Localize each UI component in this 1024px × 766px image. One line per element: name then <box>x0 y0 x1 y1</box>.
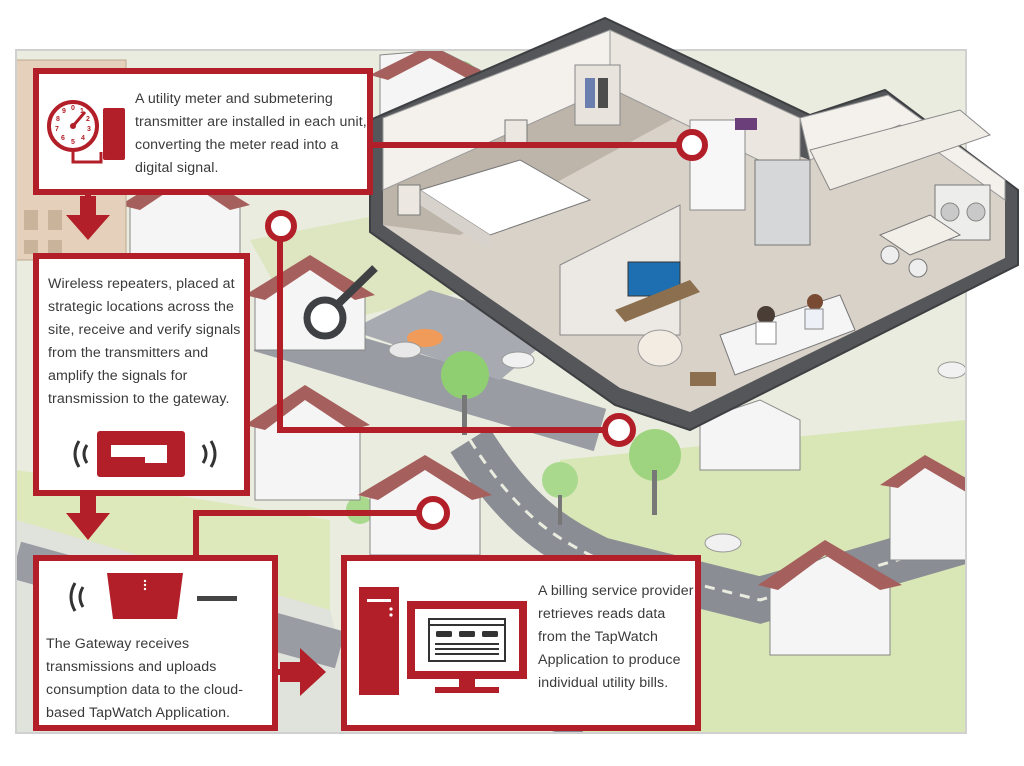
step-meter-text: A utility meter and submetering transmit… <box>135 91 367 176</box>
dial-number: 2 <box>86 116 90 123</box>
meter-dial-icon: 0 1 2 3 4 5 6 7 8 9 <box>47 100 103 164</box>
nightstand <box>504 119 528 146</box>
refrigerator <box>754 159 811 246</box>
dial-number: 1 <box>80 108 84 115</box>
arrow-right-icon <box>280 648 326 696</box>
transmitter-icon <box>103 108 125 160</box>
dial-number: 8 <box>56 116 60 123</box>
tree <box>441 351 489 399</box>
gateway-icon <box>69 573 237 619</box>
building-link-ring <box>303 296 347 340</box>
apartment-cutaway <box>369 16 1019 432</box>
dial-number: 9 <box>62 108 66 115</box>
computer-tower <box>359 587 399 695</box>
armchair <box>637 329 683 367</box>
step-billing-text: A billing service provider retrieves rea… <box>538 583 694 691</box>
dial-number: 4 <box>81 135 85 142</box>
nightstand <box>397 184 421 216</box>
step-meter-card: 0 1 2 3 4 5 6 7 8 9 A utility meter and … <box>33 68 373 195</box>
dial-number: 6 <box>61 135 65 142</box>
dial-number: 7 <box>55 126 59 133</box>
tree <box>629 429 681 481</box>
house <box>699 399 801 471</box>
house <box>758 540 902 656</box>
house <box>880 455 966 561</box>
meter-cable <box>71 152 103 164</box>
step-repeater-card: Wireless repeaters, placed at strategic … <box>33 253 250 496</box>
arrow-down-icon <box>66 496 110 540</box>
house <box>120 165 250 261</box>
car <box>388 341 422 359</box>
dial-number: 5 <box>71 139 75 146</box>
car <box>407 329 443 347</box>
arrow-down-icon <box>66 196 110 240</box>
dial-number: 0 <box>71 105 75 112</box>
flow-arrows <box>66 196 326 696</box>
person <box>757 306 775 324</box>
car <box>501 351 535 369</box>
connection-rings <box>265 129 708 530</box>
tree <box>542 462 578 498</box>
wireless-repeater-icon <box>73 431 217 477</box>
step-gateway-text: The Gateway receives transmissions and u… <box>46 636 244 721</box>
dial-number: 3 <box>87 126 91 133</box>
car <box>937 361 966 379</box>
closet <box>574 64 621 126</box>
step-repeater-text: Wireless repeaters, placed at strategic … <box>48 276 241 407</box>
kitchen-counter <box>809 109 992 191</box>
step-billing-card: A billing service provider retrieves rea… <box>341 555 701 731</box>
computer-icon <box>359 587 527 695</box>
step-gateway-card: The Gateway receives transmissions and u… <box>33 555 278 731</box>
person <box>807 294 823 310</box>
car <box>704 533 742 553</box>
